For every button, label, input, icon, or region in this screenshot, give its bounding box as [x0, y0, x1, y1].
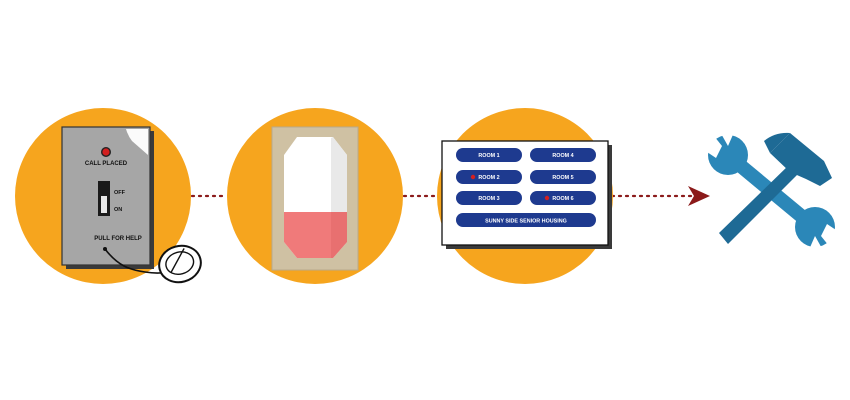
room-alert-dot — [544, 195, 550, 201]
room-button-bg — [456, 191, 522, 205]
hammer-icon — [719, 132, 832, 244]
room-button-bg — [456, 170, 522, 184]
annunciator-panel-icon: ROOM 1 ROOM 4 ROOM 2 ROOM 5 ROOM 3 ROOM 6 SUN… — [441, 140, 612, 249]
room-button: ROOM 4 — [530, 148, 596, 162]
pull-for-help-label: PULL FOR HELP — [94, 236, 142, 242]
room-label: ROOM 2 — [478, 175, 499, 181]
on-label: ON — [114, 207, 122, 213]
room-button-bg — [530, 148, 596, 162]
arrowhead-icon — [688, 186, 710, 206]
room-label: ROOM 6 — [552, 196, 573, 202]
room-label: ROOM 3 — [478, 196, 499, 202]
pull-cord-handle — [158, 244, 202, 284]
room-button: ROOM 3 — [456, 191, 522, 205]
room-label: ROOM 4 — [552, 153, 573, 159]
room-button-bg — [530, 191, 596, 205]
room-alert-dot — [470, 174, 476, 180]
room-button-bg — [456, 148, 522, 162]
room-button: ROOM 6 — [530, 191, 596, 205]
room-button-bg — [530, 170, 596, 184]
room-button: ROOM 1 — [456, 148, 522, 162]
pull-cord-call-switch-icon: CALL PLACED OFF ON PULL FOR HELP — [61, 126, 202, 284]
room-label: ROOM 1 — [478, 153, 499, 159]
strobe-light-icon — [271, 126, 359, 271]
off-label: OFF — [114, 190, 126, 196]
wrench-hammer-tools-icon — [704, 130, 839, 252]
room-button: ROOM 5 — [530, 170, 596, 184]
room-button: ROOM 2 — [456, 170, 522, 184]
facility-name-label: SUNNY SIDE SENIOR HOUSING — [485, 219, 567, 225]
call-placed-label: CALL PLACED — [85, 161, 128, 167]
facility-name-button — [456, 213, 596, 227]
dotted-connectors — [190, 186, 710, 206]
room-label: ROOM 5 — [552, 175, 573, 181]
